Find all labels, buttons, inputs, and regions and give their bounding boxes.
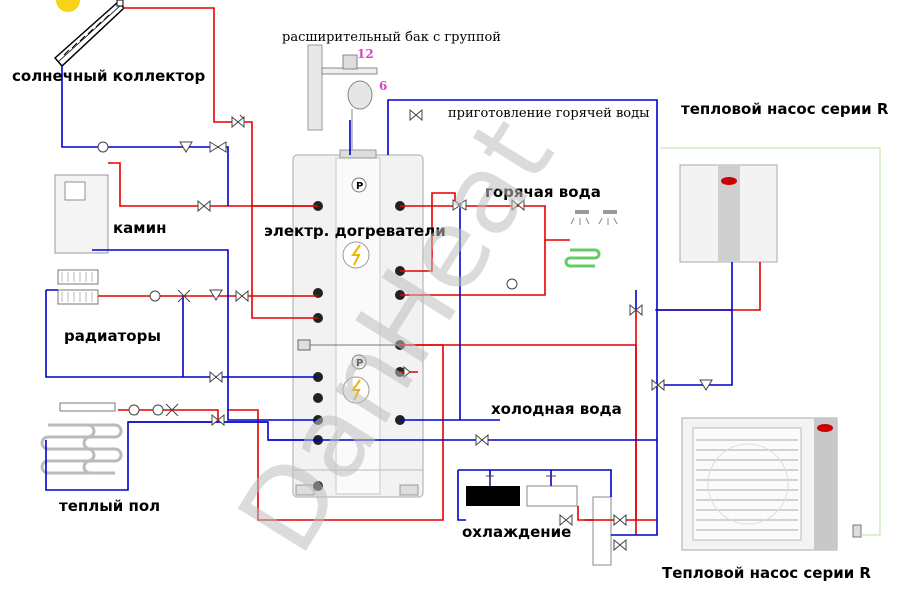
hot-water-outlets [564,210,618,268]
hot-water-prep-label: приготовление горячей воды [448,106,649,121]
floor-heating-coil [40,402,123,475]
radiator-unit [57,269,99,305]
fireplace-unit [54,174,109,254]
heat-pump-top-label: тепловой насос серии R [681,100,889,118]
expansion-tank [307,44,378,155]
solar-collector [53,0,126,68]
heat-pump-indoor [679,164,778,263]
tank-number-12: 12 [357,47,374,61]
p-marker-bottom: P [356,358,363,369]
heat-pump-bottom-label: Тепловой насос серии R [662,564,871,582]
p-marker-top: P [356,181,363,192]
heat-pump-outdoor [681,417,862,551]
cooling-label: охлаждение [462,523,571,541]
valves [97,108,713,552]
fireplace-label: камин [113,219,166,237]
cooling-units [466,485,612,566]
return-pipes [45,66,733,536]
electric-heaters-label: электр. догреватели [264,222,446,240]
floor-heating-label: теплый пол [59,497,160,515]
storage-tank [292,149,424,498]
sun-icon [56,0,80,12]
tank-number-6: 6 [379,79,387,93]
solar-collector-label: солнечный коллектор [12,67,205,85]
cold-water-label: холодная вода [491,400,622,418]
hot-water-label: горячая вода [485,183,601,201]
radiators-label: радиаторы [64,327,161,345]
expansion-tank-label: расширительный бак с группой [282,30,501,45]
control-line [660,147,881,536]
